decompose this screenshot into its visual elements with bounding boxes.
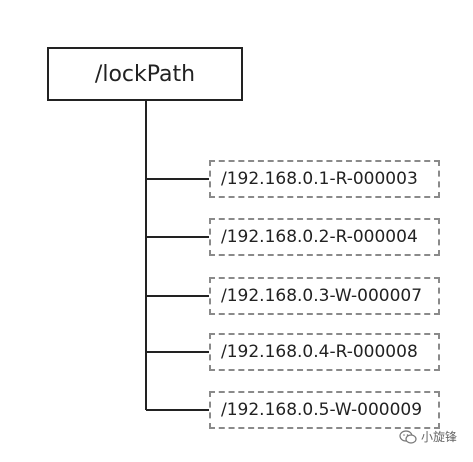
- wechat-bubbles-icon: [399, 429, 417, 444]
- child-node: /192.168.0.5-W-000009: [209, 391, 440, 429]
- root-node-label: /lockPath: [94, 61, 196, 87]
- watermark-text: 小旋锋: [421, 430, 458, 444]
- child-node-label: /192.168.0.3-W-000007: [221, 286, 423, 306]
- root-node: /lockPath: [47, 47, 243, 101]
- child-node: /192.168.0.1-R-000003: [209, 160, 440, 198]
- child-node-label: /192.168.0.1-R-000003: [221, 169, 418, 189]
- child-node-label: /192.168.0.2-R-000004: [221, 227, 418, 247]
- child-node: /192.168.0.3-W-000007: [209, 277, 440, 315]
- child-node: /192.168.0.4-R-000008: [209, 333, 440, 371]
- child-node-label: /192.168.0.4-R-000008: [221, 342, 418, 362]
- child-node: /192.168.0.2-R-000004: [209, 218, 440, 256]
- child-node-label: /192.168.0.5-W-000009: [221, 400, 423, 420]
- watermark: 小旋锋: [399, 428, 457, 445]
